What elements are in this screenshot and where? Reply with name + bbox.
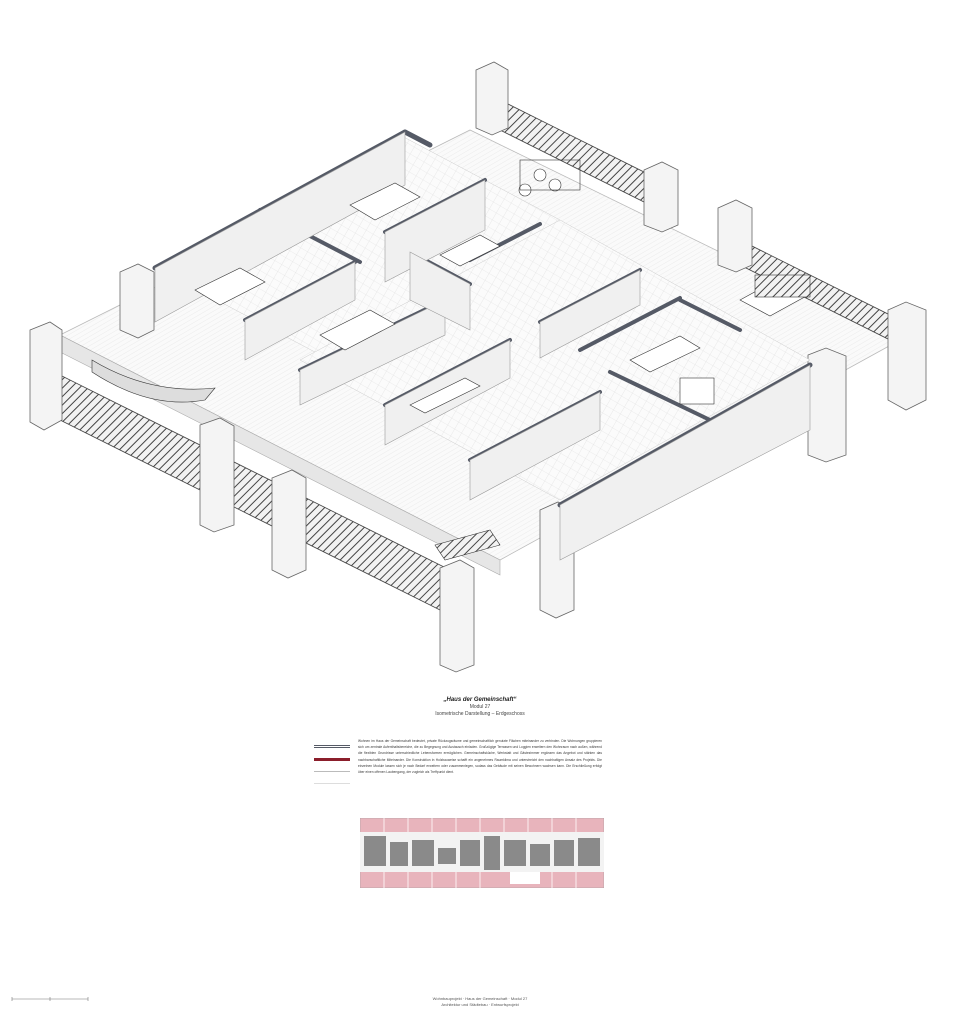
footer-line-2: Architektur und Städtebau · Entwurfsproj…: [441, 1002, 519, 1007]
scale-bar: [11, 997, 89, 1001]
legend-swatch-wall: [314, 745, 350, 748]
footer: Wohnbauprojekt · Haus der Gemeinschaft ·…: [380, 996, 580, 1008]
legend: [314, 742, 354, 790]
sheet-subtitle: Modul 27: [469, 704, 491, 710]
legend-swatch-faint: [314, 783, 350, 784]
description-text: Wohnen im Haus der Gemeinschaft bedeutet…: [358, 739, 602, 775]
wall-faces: [154, 131, 811, 561]
footer-line-1: Wohnbauprojekt · Haus der Gemeinschaft ·…: [432, 996, 528, 1001]
sheet-caption: Isometrische Darstellung – Erdgeschoss: [435, 711, 525, 717]
title-block: „Haus der Gemeinschaft“ Modul 27 Isometr…: [380, 696, 580, 718]
legend-row: [314, 766, 354, 778]
isometric-drawing: [29, 61, 927, 673]
legend-row: [314, 742, 354, 754]
legend-row: [314, 754, 354, 766]
floor-plan: [360, 818, 604, 888]
furniture: [91, 159, 811, 561]
legend-swatch-accent: [314, 758, 350, 761]
legend-row: [314, 778, 354, 790]
sheet-title: „Haus der Gemeinschaft“: [443, 697, 517, 703]
terrace-railings: [49, 99, 901, 616]
legend-swatch-light: [314, 771, 350, 772]
